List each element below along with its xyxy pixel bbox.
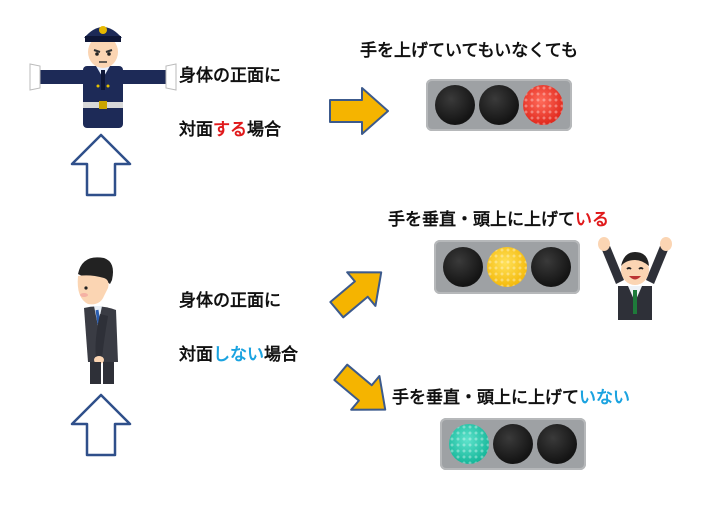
- case-face-highlight: する: [213, 120, 247, 140]
- case-side-line2: 対面しない場合: [179, 347, 298, 364]
- arrow-down-right-icon: [333, 363, 387, 411]
- officer-right-arm: [113, 70, 168, 84]
- traffic-signal-yellow: [434, 240, 580, 294]
- case-face-line1: 身体の正面に: [179, 66, 281, 86]
- case-side-line2-prefix: 対面: [179, 345, 213, 365]
- case-side-raised-caption-prefix: 手を垂直・頭上に上げて: [388, 210, 575, 230]
- man-right-hand: [660, 237, 672, 251]
- case-side-line1: 身体の正面に: [179, 291, 281, 311]
- signal-lamp-1: [435, 85, 475, 125]
- case-side-raised-caption: 手を垂直・頭上に上げている: [388, 212, 609, 229]
- traffic-signal-green: [440, 418, 586, 470]
- case-face-line2: 対面する場合: [179, 122, 281, 139]
- case-face-line2-suffix: 場合: [247, 120, 281, 140]
- case-side-lowered-highlight: いない: [579, 388, 630, 408]
- case-side-lowered-caption: 手を垂直・頭上に上げていない: [392, 390, 630, 407]
- man-face: [77, 275, 109, 305]
- case-side-raised-highlight: いる: [575, 210, 609, 230]
- arrow-right-icon: [329, 87, 389, 135]
- signal-lamp-yellow: [487, 247, 527, 287]
- hollow-up-arrow-icon: [70, 133, 132, 197]
- arrow-up-right-icon: [329, 271, 383, 319]
- officer-left-glove: [29, 63, 41, 91]
- signal-lamp-3: [531, 247, 571, 287]
- officer-left-arm: [38, 70, 93, 84]
- officer-right-glove: [165, 63, 177, 91]
- case-side-lowered-caption-prefix: 手を垂直・頭上に上げて: [392, 388, 579, 408]
- businessman-side-illustration: [77, 257, 118, 384]
- signal-lamp-1: [443, 247, 483, 287]
- signal-lamp-red: [523, 85, 563, 125]
- signal-lamp-green: [449, 424, 489, 464]
- hollow-up-arrow-icon: [70, 393, 132, 457]
- man-happy-face: [621, 255, 649, 285]
- case-side-highlight: しない: [213, 345, 264, 365]
- man-left-hand: [598, 237, 610, 251]
- traffic-signal-red: [426, 79, 572, 131]
- officer-face: [88, 36, 118, 68]
- case-face-line2-prefix: 対面: [179, 120, 213, 140]
- police-officer-illustration: [29, 26, 177, 128]
- signal-lamp-2: [479, 85, 519, 125]
- officer-uniform: [83, 66, 123, 128]
- man-raising-hands-illustration: [598, 237, 672, 320]
- signal-lamp-3: [537, 424, 577, 464]
- case-face-result-caption: 手を上げていてもいなくても: [360, 41, 578, 61]
- signal-lamp-2: [493, 424, 533, 464]
- case-side-line2-suffix: 場合: [264, 345, 298, 365]
